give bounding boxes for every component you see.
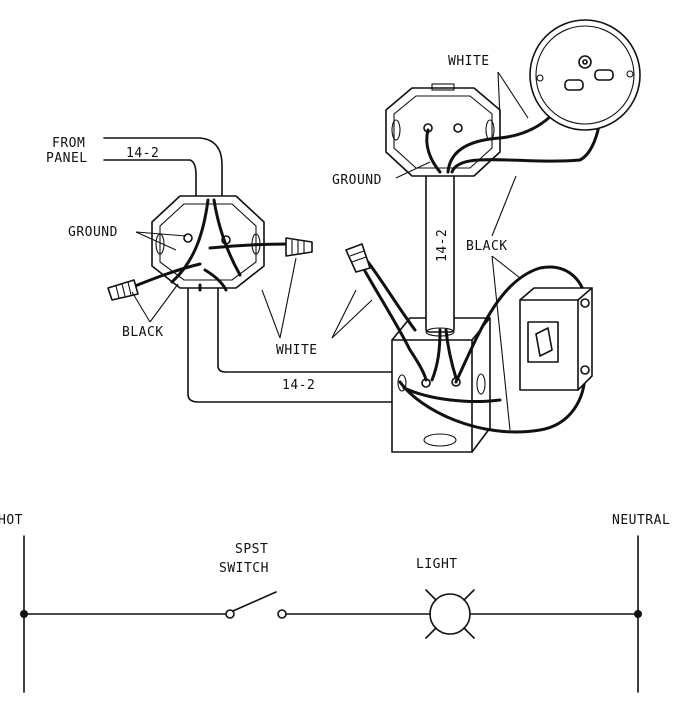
from-panel-label-1: FROM [52,136,85,151]
black-label-left: BLACK [122,325,164,340]
light-label: LIGHT [416,557,458,572]
ground-label-left: GROUND [68,225,118,240]
wire-nut-left-left-box [107,279,139,301]
switch-contact-right [277,609,287,619]
switch-label-2: SWITCH [219,561,269,576]
white-label-top: WHITE [448,54,490,69]
ground-label-top: GROUND [332,173,382,188]
panel-cable [103,137,223,201]
cable-label-vertical: 14-2 [435,229,450,262]
left-junction-box [128,195,290,292]
light-switch [519,287,593,391]
switch-blade [232,591,277,612]
switch-box [391,317,491,453]
neutral-label: NEUTRAL [612,513,670,528]
label-leaders [131,71,529,431]
light-bulb-icon [425,589,475,639]
cable-label-top-left: 14-2 [126,146,159,161]
switch-contact-left [225,609,235,619]
switch-label-1: SPST [235,542,268,557]
wire-nut-switch-box [345,243,371,273]
switch-box-wires [358,260,587,434]
hot-label: HOT [0,513,23,528]
white-label-middle: WHITE [276,343,318,358]
cable-left-to-switch-box [187,287,393,403]
wiring-labels: FROM PANEL 14-2 GROUND BLACK WHITE 14-2 … [46,54,508,393]
light-fixture [529,19,641,131]
wire-nut-right-left-box [285,237,313,257]
schematic: HOT NEUTRAL SPST SWITCH LIGHT [0,513,670,693]
cable-label-bottom: 14-2 [282,378,315,393]
black-label-right: BLACK [466,239,508,254]
from-panel-label-2: PANEL [46,151,88,166]
